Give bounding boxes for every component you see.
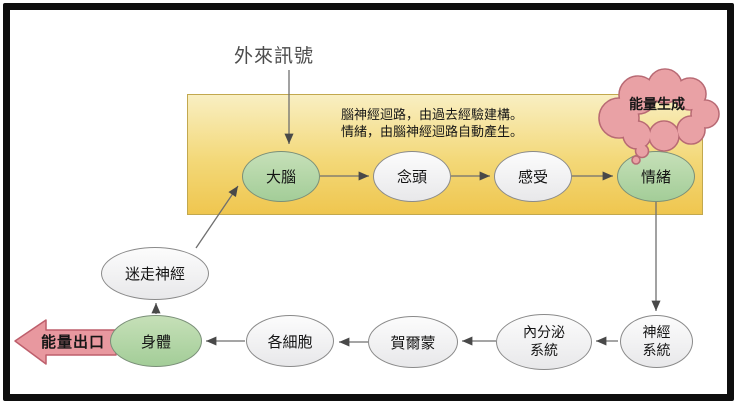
node-emotion-label: 情緒 (640, 168, 671, 186)
node-feeling-label: 感受 (517, 168, 548, 186)
node-emotion: 情緒 (617, 151, 695, 202)
node-hormones-label: 賀爾蒙 (390, 333, 436, 352)
slide-frame (3, 3, 734, 401)
node-endocrine-system: 內分泌 系統 (496, 314, 592, 370)
node-body-label: 身體 (140, 332, 171, 351)
node-endocrine-system-label: 內分泌 系統 (523, 325, 565, 359)
node-brain: 大腦 (242, 151, 320, 202)
node-cells: 各細胞 (246, 315, 334, 367)
node-cells-label: 各細胞 (267, 332, 313, 351)
node-vagus-nerve-label: 迷走神經 (124, 265, 185, 283)
node-body: 身體 (110, 315, 202, 367)
node-brain-label: 大腦 (265, 168, 296, 186)
node-hormones: 賀爾蒙 (368, 316, 458, 368)
node-nervous-system-label: 神經 系統 (642, 324, 671, 359)
external-signal-label: 外來訊號 (234, 45, 315, 67)
energy-cloud-label: 能量生成 (629, 97, 685, 113)
node-thought: 念頭 (373, 151, 451, 202)
energy-cloud (598, 68, 720, 165)
node-feeling: 感受 (494, 151, 572, 202)
node-nervous-system: 神經 系統 (620, 315, 693, 368)
energy-exit-label: 能量出口 (40, 333, 105, 351)
brain-circuit-note: 腦神經迴路，由過去經驗建構。 情緒，由腦神經迴路自動產生。 (341, 108, 524, 140)
node-thought-label: 念頭 (396, 168, 427, 186)
node-vagus-nerve: 迷走神經 (101, 247, 209, 300)
